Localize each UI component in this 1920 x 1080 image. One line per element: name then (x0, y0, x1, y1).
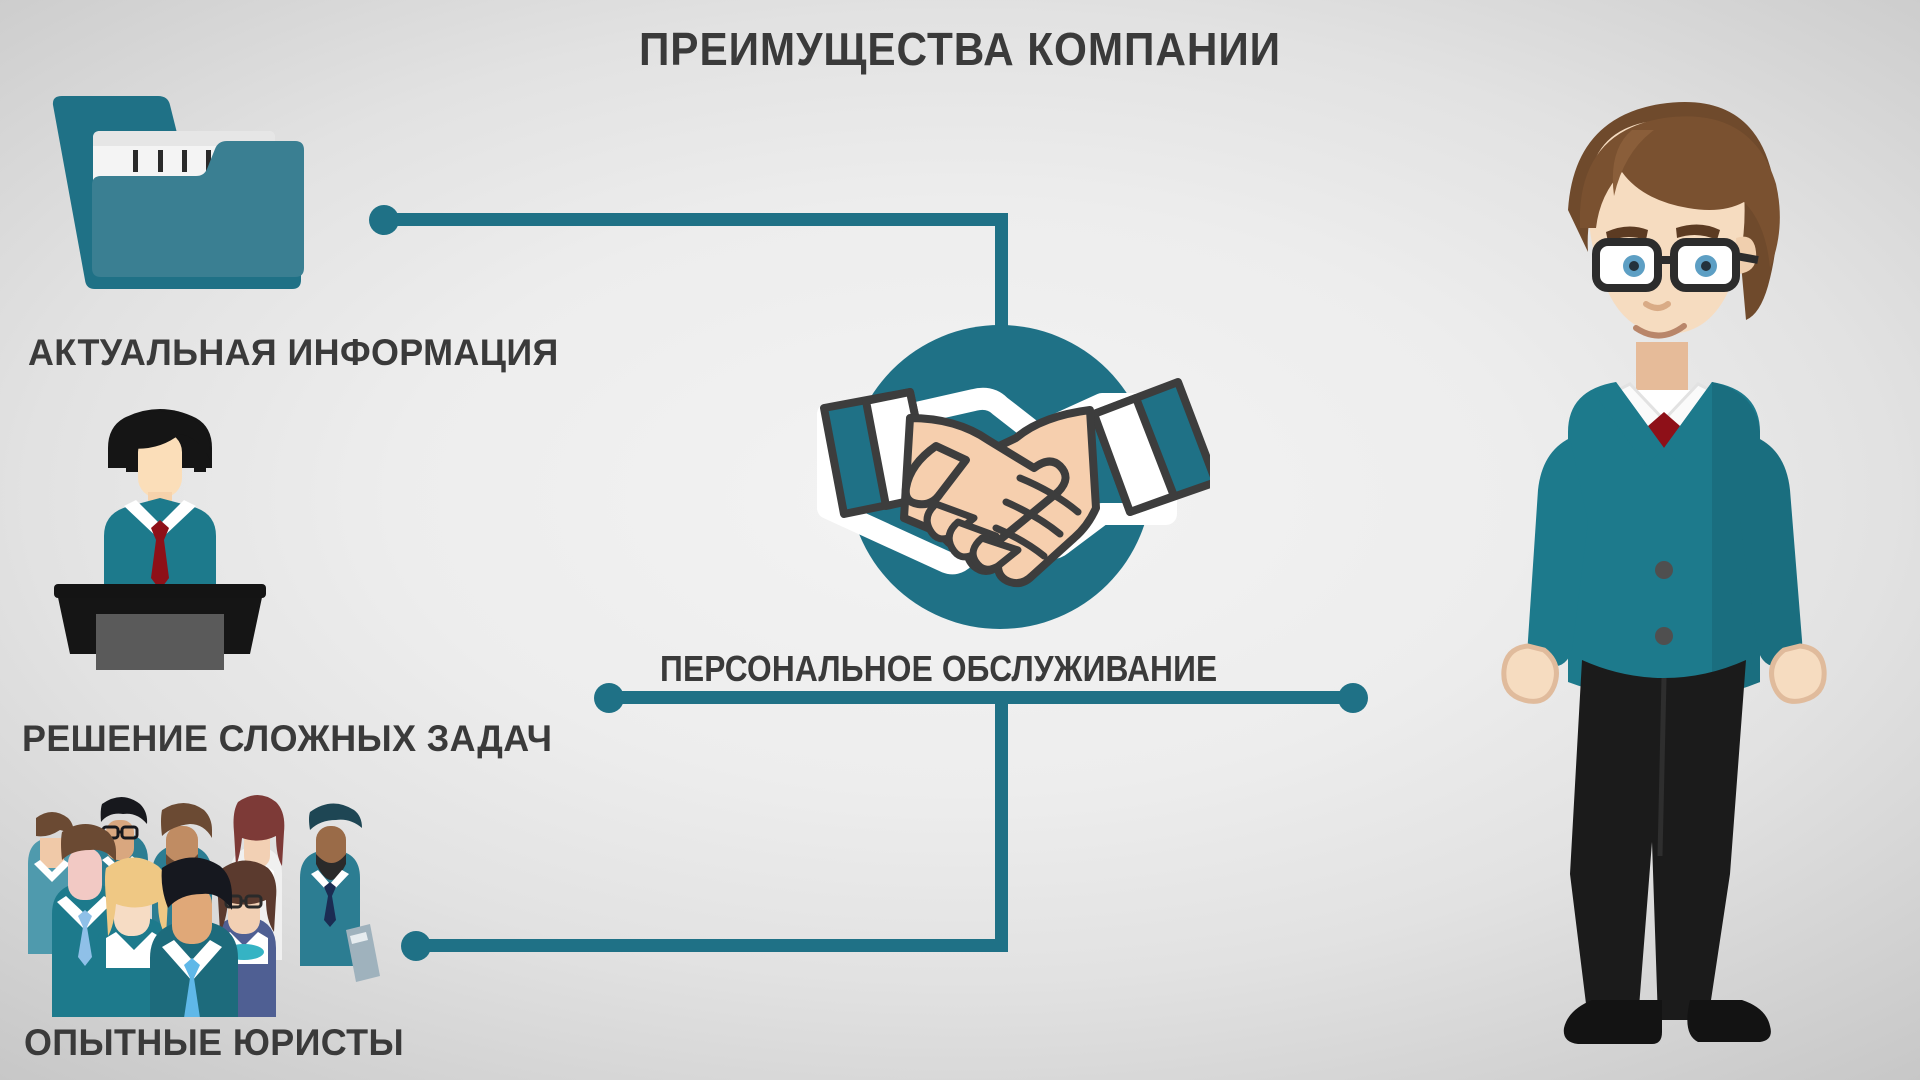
benefit-label-complex-tasks: РЕШЕНИЕ СЛОЖНЫХ ЗАДАЧ (22, 718, 553, 759)
connector-line-top-horizontal (384, 213, 1008, 226)
businessman-character (1440, 60, 1900, 1070)
handshake-icon (790, 322, 1220, 632)
connector-line-top-vertical (995, 213, 1008, 335)
folder-documents-icon (48, 88, 308, 293)
benefit-label-current-information: АКТУАЛЬНАЯ ИНФОРМАЦИЯ (28, 332, 559, 373)
page-title: ПРЕИМУЩЕСТВА КОМПАНИИ (638, 23, 1282, 75)
center-label-personal-service: ПЕРСОНАЛЬНОЕ ОБСЛУЖИВАНИЕ (660, 648, 1218, 689)
benefit-label-experienced-lawyers: ОПЫТНЫЕ ЮРИСТЫ (24, 1022, 405, 1063)
speaker-podium-icon (30, 400, 290, 670)
connector-line-middle-horizontal (609, 691, 1353, 704)
connector-line-bottom-horizontal (416, 939, 1008, 952)
connector-dot-middle-right (1338, 683, 1368, 713)
connector-line-bottom-vertical (995, 691, 1008, 946)
team-group-icon (6, 782, 396, 1018)
